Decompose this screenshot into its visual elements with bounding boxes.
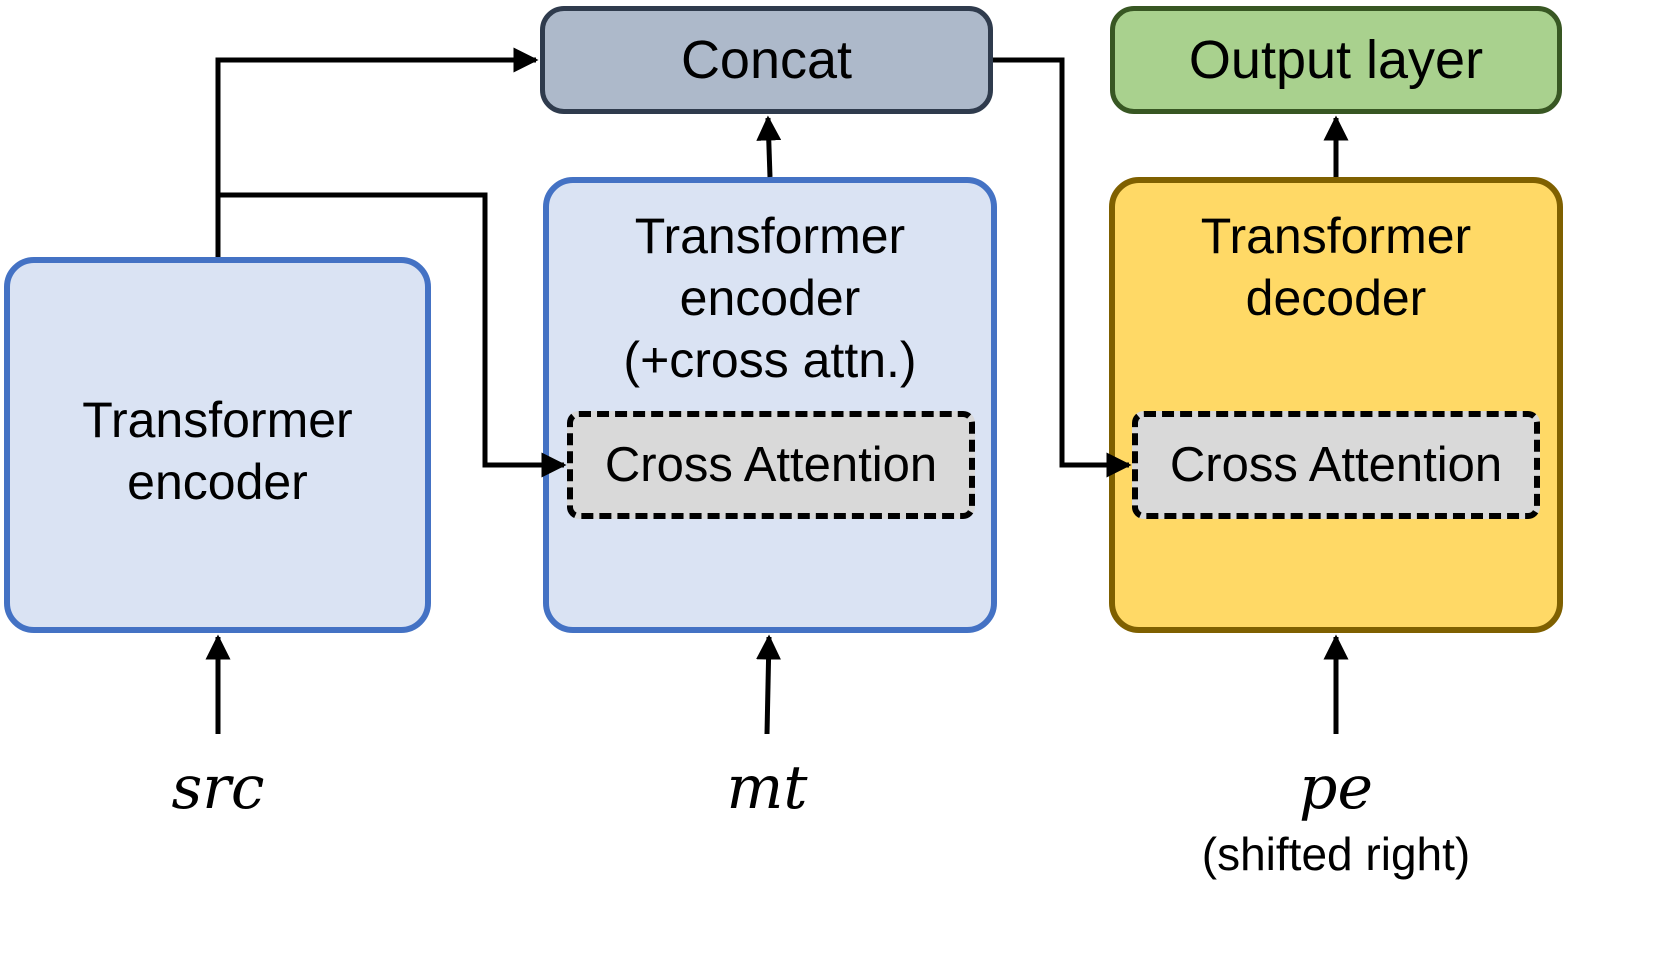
- src-encoder-label: Transformer encoder: [82, 392, 353, 510]
- decoder-block: Transformer decoder: [1109, 177, 1563, 633]
- src-to-mt-cross-attention-arrow: [218, 192, 567, 478]
- src-encoder-block: Transformer encoder: [4, 257, 431, 633]
- concat-block: Concat: [540, 6, 993, 114]
- mt-cross-attention-block: Cross Attention: [567, 411, 975, 519]
- output-layer-block: Output layer: [1110, 6, 1562, 114]
- mt-encoder-label: Transformer encoder (+cross attn.): [623, 208, 917, 388]
- pe-input-label: pe: [1299, 753, 1373, 823]
- concat-to-pe-cross-attention-arrow: [993, 57, 1132, 478]
- output-layer-label: Output layer: [1188, 30, 1484, 90]
- pe-cross-attention-block: Cross Attention: [1132, 411, 1540, 519]
- concat-label: Concat: [680, 30, 853, 90]
- mt-encoder-block: Transformer encoder (+cross attn.): [543, 177, 997, 633]
- mt-cross-attention-label: Cross Attention: [604, 438, 938, 492]
- src-to-concat-arrow: [215, 47, 539, 257]
- mt-encoder-to-concat-arrow: [756, 115, 782, 178]
- src-input-label: src: [171, 753, 265, 823]
- mt-input-label: mt: [726, 753, 808, 823]
- mt-input-arrow: [756, 634, 782, 735]
- decoder-label: Transformer decoder: [1200, 208, 1472, 326]
- pe-shifted-right-note: (shifted right): [1201, 828, 1471, 880]
- pe-cross-attention-label: Cross Attention: [1169, 438, 1503, 492]
